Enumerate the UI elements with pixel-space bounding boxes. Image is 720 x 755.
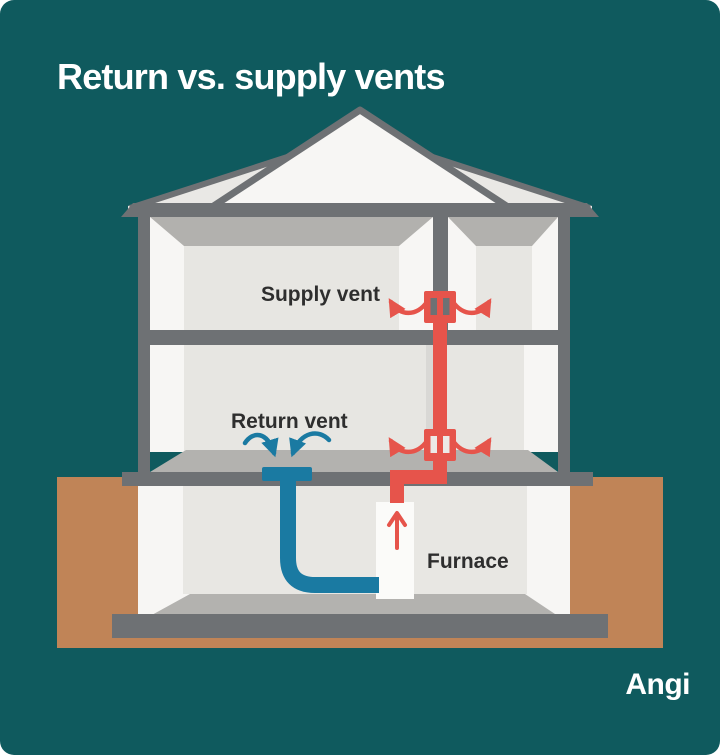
supply-airflow-arrows-lower-icon bbox=[388, 437, 492, 458]
ground-floor-slab bbox=[122, 472, 593, 486]
supply-airflow-arrows-upper-icon bbox=[388, 298, 492, 319]
return-airflow-arrows-icon bbox=[242, 431, 332, 458]
supply-register-lower bbox=[424, 429, 456, 461]
first-floor bbox=[150, 345, 558, 472]
roof-gable bbox=[208, 106, 512, 211]
supply-vent-label: Supply vent bbox=[260, 283, 380, 306]
furnace-up-arrow-icon bbox=[387, 511, 407, 550]
supply-register-upper bbox=[424, 291, 456, 323]
angi-logo: Angi bbox=[625, 668, 690, 701]
roof-eave bbox=[121, 203, 599, 217]
second-floor bbox=[150, 217, 558, 330]
return-vent-label: Return vent bbox=[231, 410, 348, 433]
return-duct bbox=[262, 467, 379, 593]
supply-duct bbox=[390, 291, 456, 503]
roof bbox=[121, 106, 599, 217]
basement bbox=[112, 486, 608, 638]
basement-floor-slab bbox=[112, 614, 608, 638]
page-title: Return vs. supply vents bbox=[57, 56, 446, 97]
second-floor-slab bbox=[138, 330, 570, 345]
furnace-label: Furnace bbox=[427, 550, 509, 573]
return-register bbox=[262, 467, 312, 481]
